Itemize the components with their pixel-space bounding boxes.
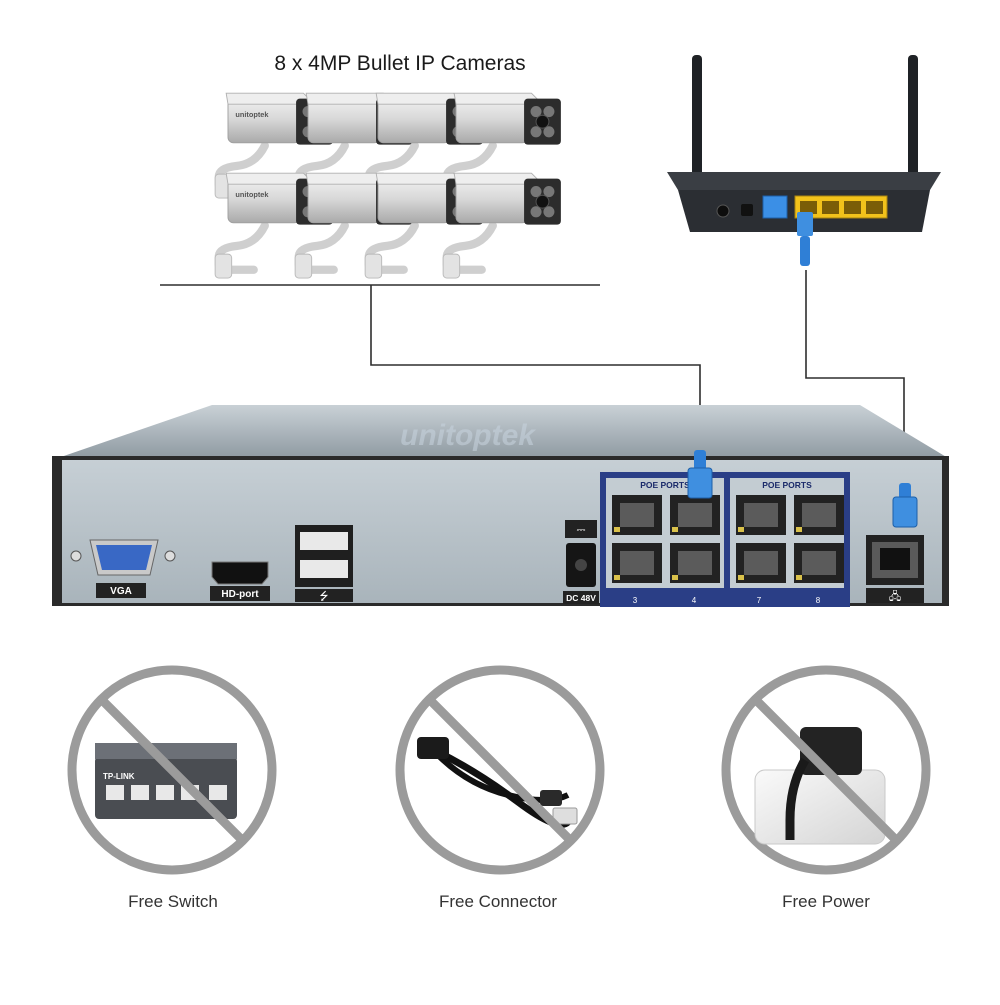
poe-label-right: POE PORTS [762, 480, 812, 490]
port-number: 8 [816, 596, 821, 605]
router-power-jack [716, 204, 730, 218]
nvr-top-cover [58, 405, 948, 458]
vga-label-box [96, 583, 146, 598]
switch-brand: TP-LINK [103, 772, 135, 781]
camera-mount-plate [442, 253, 461, 279]
port-number: 7 [757, 596, 762, 605]
port-led [796, 575, 802, 580]
port-number: 3 [633, 596, 638, 605]
port-led [614, 575, 620, 580]
camera-brand: unitoptek [235, 110, 269, 119]
poe-nvr: unitoptek VGA HD-port ⭍ [52, 405, 949, 607]
rj45-socket [802, 503, 836, 527]
no-power-sign [721, 665, 931, 875]
camera-brand: unitoptek [235, 190, 269, 199]
port-led [738, 575, 744, 580]
router-rj45-plug [797, 212, 813, 236]
vga-label: VGA [110, 586, 132, 597]
router-lan-ports [794, 195, 888, 219]
router-top [667, 172, 941, 190]
rj45-socket [744, 551, 778, 575]
rj45-socket [620, 503, 654, 527]
dc-power-jack: ⎓ DC 48V [563, 520, 599, 604]
nvr-lan-port: 🖧 [866, 535, 924, 603]
watermark: unitoptek [400, 419, 536, 452]
usb-icon: ⭍ [319, 590, 328, 603]
router-button [741, 204, 753, 216]
prohibit-slash [425, 695, 575, 845]
port-led [796, 527, 802, 532]
page-title: 8 x 4MP Bullet IP Cameras [274, 52, 526, 75]
power-cord [785, 757, 809, 840]
prohibit-slash [751, 695, 901, 845]
wifi-router [667, 55, 941, 266]
rj45-ports [612, 495, 844, 583]
prohibit-slash [97, 695, 247, 845]
dc-polarity-icon: ⎓ [577, 523, 586, 536]
port-number: 4 [692, 596, 697, 605]
nvr-rj45-plugs [687, 450, 918, 528]
camera [442, 172, 561, 279]
camera-lens [535, 194, 550, 209]
vga-port: VGA [70, 539, 176, 598]
port-led [738, 527, 744, 532]
rj45-socket [802, 551, 836, 575]
poe-label-left: POE PORTS [640, 480, 690, 490]
router-antenna-right [908, 55, 918, 177]
port-led [672, 527, 678, 532]
port-led [614, 527, 620, 532]
hdmi-label: HD-port [221, 589, 259, 600]
camera-mount-plate [364, 253, 383, 279]
no-switch-sign: TP-LINK [67, 665, 277, 875]
caption-free-connector: Free Connector [438, 892, 558, 911]
rj45-socket [620, 551, 654, 575]
camera-lens [535, 114, 550, 129]
network-icon: 🖧 [889, 590, 901, 603]
poe-ports-block: POE PORTS POE PORTS 3 4 7 8 [600, 472, 850, 607]
hdmi-port: HD-port [210, 561, 270, 601]
port-led [672, 575, 678, 580]
rj45-socket [678, 551, 712, 575]
rj45-socket [744, 503, 778, 527]
caption-free-power: Free Power [782, 892, 870, 911]
caption-free-switch: Free Switch [128, 892, 218, 911]
router-antenna-left [692, 55, 702, 177]
camera-mount-plate [294, 253, 313, 279]
splitter-head [417, 737, 449, 759]
usb-ports: ⭍ [295, 525, 353, 603]
no-connector-sign [395, 665, 605, 875]
ip-cameras: unitoptek [214, 92, 561, 279]
rj45-socket [678, 503, 712, 527]
router-wan-port [762, 195, 788, 219]
camera-mount-plate [214, 253, 233, 279]
dc-label: DC 48V [566, 593, 596, 603]
